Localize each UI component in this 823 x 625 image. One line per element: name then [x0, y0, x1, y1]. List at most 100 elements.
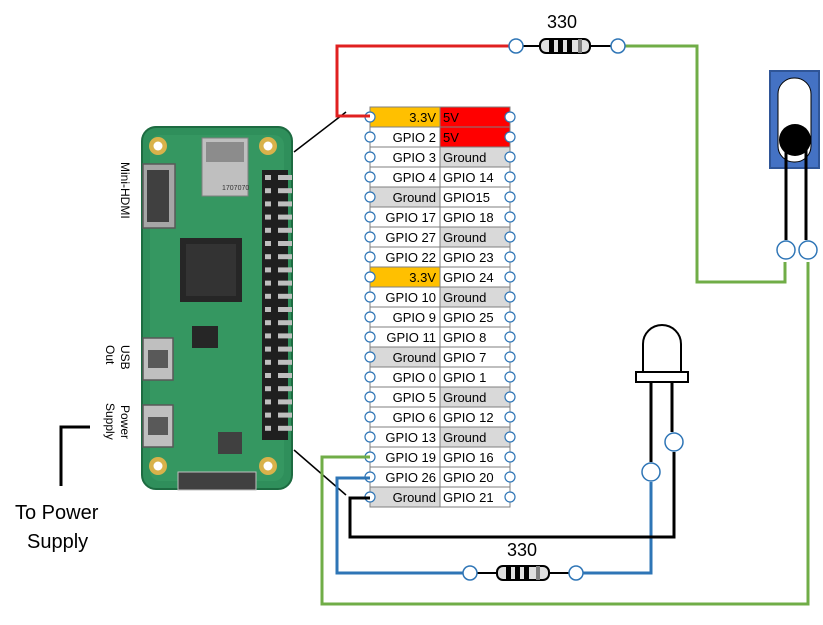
pin-label-left: GPIO 17 — [385, 210, 436, 225]
wire-black-ground — [348, 452, 676, 539]
resistor-top — [508, 38, 626, 54]
header-pin — [278, 241, 292, 246]
pin-label-left: GPIO 26 — [385, 470, 436, 485]
pin-label-left: GPIO 6 — [393, 410, 436, 425]
pin-hole-left — [364, 291, 376, 303]
pin-label-left: GPIO 27 — [385, 230, 436, 245]
resistor-bottom-terminal-left — [462, 565, 478, 581]
resistor-bottom-terminal-right — [568, 565, 584, 581]
header-pin — [265, 307, 271, 312]
header-pin — [265, 280, 271, 286]
pin-label-right: GPIO 8 — [443, 330, 486, 345]
pin-hole-left — [364, 311, 376, 323]
pin-label-right: Ground — [443, 150, 486, 165]
header-pin — [278, 333, 292, 339]
pin-label-right: GPIO 21 — [443, 490, 494, 505]
header-pin — [278, 280, 292, 286]
header-pin — [278, 175, 292, 180]
header-pin — [278, 412, 292, 418]
pin-label-right: GPIO 16 — [443, 450, 494, 465]
header-pin — [265, 201, 271, 207]
pin-hole-right — [504, 411, 516, 423]
header-pin — [265, 175, 271, 180]
pin-row: GPIO 6 GPIO 12 — [364, 406, 516, 428]
header-pin — [278, 188, 292, 194]
board-chip-label: 1707070 — [222, 185, 249, 192]
pin-label-left: GPIO 4 — [393, 170, 436, 185]
header-pin — [278, 359, 292, 365]
header-pin — [278, 425, 292, 431]
pin-label-left: GPIO 3 — [393, 150, 436, 165]
header-pin — [278, 346, 292, 352]
pin-label-left: 3.3V — [409, 270, 436, 285]
header-pin — [278, 227, 292, 233]
pin-hole-right — [504, 191, 516, 203]
resistor-top-body — [539, 38, 591, 54]
resistor-top-terminal-left — [508, 38, 524, 54]
pin-row: GPIO 17 GPIO 18 — [364, 206, 516, 228]
pin-label-left: Ground — [393, 350, 436, 365]
pin-hole-right — [504, 251, 516, 263]
sensor-terminal-left — [776, 240, 796, 260]
pin-label-left: GPIO 0 — [393, 370, 436, 385]
usb-out-label-line2: Out — [103, 345, 117, 365]
pin-label-left: 3.3V — [409, 110, 436, 125]
pin-label-right: GPIO 24 — [443, 270, 494, 285]
pin-row: 3.3V 5V — [364, 106, 516, 128]
pin-hole-left — [364, 331, 376, 343]
pin-label-left: GPIO 22 — [385, 250, 436, 265]
sensor-lens — [779, 124, 811, 156]
wire-green-sensor-top — [618, 44, 787, 284]
pin-hole-right — [504, 451, 516, 463]
power-supply-caption-line2: Supply — [27, 531, 88, 553]
pin-hole-right — [504, 331, 516, 343]
header-pin — [265, 373, 271, 378]
pin-label-left: GPIO 13 — [385, 430, 436, 445]
pin-label-right: GPIO15 — [443, 190, 490, 205]
pin-label-right: Ground — [443, 390, 486, 405]
header-pin — [265, 333, 271, 339]
power-supply-caption-line1: To Power — [15, 502, 99, 524]
header-pin — [278, 320, 292, 326]
pin-hole-left — [364, 251, 376, 263]
pin-hole-right — [504, 391, 516, 403]
pin-hole-right — [504, 431, 516, 443]
gpio-header-pins — [265, 175, 292, 431]
pin-label-left: Ground — [393, 490, 436, 505]
pin-label-right: GPIO 18 — [443, 210, 494, 225]
power-supply-pointer — [59, 425, 90, 486]
pin-hole-left — [364, 211, 376, 223]
pin-hole-left — [364, 371, 376, 383]
pin-label-right: 5V — [443, 110, 459, 125]
pin-hole-right — [504, 291, 516, 303]
header-pin — [278, 201, 292, 207]
pin-hole-right — [504, 131, 516, 143]
pin-label-left: GPIO 2 — [393, 130, 436, 145]
pin-row: Ground GPIO 21 — [364, 486, 516, 508]
pin-hole-left — [364, 171, 376, 183]
pin-hole-right — [504, 351, 516, 363]
header-pin — [265, 425, 271, 431]
pin-row: GPIO 27 Ground — [364, 226, 516, 248]
pin-label-right: GPIO 12 — [443, 410, 494, 425]
resistor-bottom-body — [496, 565, 550, 581]
pin-hole-left — [364, 351, 376, 363]
header-pin — [278, 307, 292, 312]
pin-hole-right — [504, 211, 516, 223]
resistor-top-terminal-right — [610, 38, 626, 54]
pin-label-left: GPIO 9 — [393, 310, 436, 325]
led-rim — [635, 371, 689, 383]
pin-label-right: Ground — [443, 230, 486, 245]
header-pin — [265, 320, 271, 326]
board-pcb-inner — [150, 135, 284, 481]
pin-label-left: Ground — [393, 190, 436, 205]
